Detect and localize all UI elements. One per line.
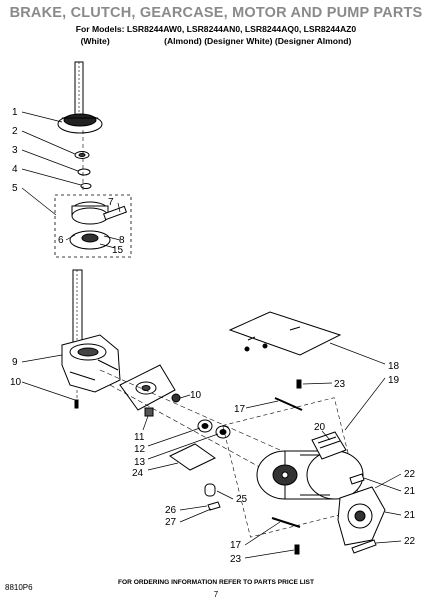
callout-12: 12 xyxy=(134,444,146,455)
callout-23: 23 xyxy=(334,379,346,390)
drive-bearing xyxy=(171,393,181,403)
callout-7: 7 xyxy=(108,197,114,208)
coupling-halves xyxy=(197,419,231,439)
callout-23: 23 xyxy=(230,554,242,565)
lower-shaft xyxy=(72,269,83,346)
capacitor-strap xyxy=(207,501,221,511)
callout-4: 4 xyxy=(12,164,18,175)
gearcase-screw xyxy=(74,399,79,409)
color-name: (White) xyxy=(80,36,110,46)
callout-5: 5 xyxy=(12,183,18,194)
callout-6: 6 xyxy=(58,235,64,246)
callout-15: 15 xyxy=(112,245,124,256)
callout-3: 3 xyxy=(12,145,18,156)
callout-18: 18 xyxy=(388,361,400,372)
brake-drum-assembly xyxy=(57,113,103,134)
motor-shield xyxy=(228,311,342,356)
pump-housing xyxy=(337,486,386,546)
callout-numbers: 1 2 3 4 5 7 6 8 15 9 10 10 11 12 13 24 1… xyxy=(10,107,416,565)
model-list: For Models: LSR8244AW0, LSR8244AN0, LSR8… xyxy=(0,24,432,34)
motor-bolt-upper xyxy=(296,379,302,389)
model-number: LSR8244AW0, xyxy=(126,24,185,34)
color-name: (Almond) xyxy=(164,36,202,46)
callout-27: 27 xyxy=(165,517,177,528)
callout-1: 1 xyxy=(12,107,18,118)
callout-24: 24 xyxy=(132,468,144,479)
callout-22: 22 xyxy=(404,536,416,547)
drive-motor xyxy=(256,450,364,500)
motor-switch xyxy=(311,431,347,460)
brace-rod-upper xyxy=(274,397,303,411)
callout-11: 11 xyxy=(134,432,145,443)
callout-17: 17 xyxy=(234,404,246,415)
callout-19: 19 xyxy=(388,375,400,386)
mounting-gasket xyxy=(169,443,216,471)
capacitor xyxy=(204,483,216,497)
clutch-assembly xyxy=(69,201,128,250)
model-number: LSR8244AZ0 xyxy=(303,24,357,34)
callout-10: 10 xyxy=(10,377,22,388)
model-number: LSR8244AQ0, xyxy=(244,24,302,34)
retaining-ring xyxy=(77,168,91,176)
callout-8: 8 xyxy=(119,235,125,246)
color-name: (Designer Almond) xyxy=(274,36,352,46)
motor-bolt-lower xyxy=(294,544,300,555)
color-name: (Designer White) xyxy=(204,36,273,46)
callout-25: 25 xyxy=(236,494,248,505)
upper-shaft xyxy=(74,61,84,118)
model-number: LSR8244AN0, xyxy=(186,24,243,34)
callout-17: 17 xyxy=(230,540,242,551)
color-list: (White) (Almond) (Designer White) (Desig… xyxy=(0,36,432,46)
thrust-bearing xyxy=(80,183,92,189)
ordering-notice: FOR ORDERING INFORMATION REFER TO PARTS … xyxy=(118,579,314,586)
callout-21: 21 xyxy=(404,486,416,497)
callout-26: 26 xyxy=(165,505,177,516)
document-code: 8810P6 xyxy=(5,583,33,592)
callout-10: 10 xyxy=(190,390,202,401)
callout-2: 2 xyxy=(12,126,18,137)
seal-plate xyxy=(119,364,176,411)
pulley xyxy=(144,407,154,417)
pump-clamp xyxy=(351,539,377,554)
page-number: 7 xyxy=(213,590,219,599)
models-prefix: For Models: xyxy=(75,24,125,34)
pump-clip xyxy=(349,473,365,485)
brace-rod-lower xyxy=(271,517,301,528)
callout-13: 13 xyxy=(134,457,146,468)
gearcase xyxy=(61,334,121,393)
callout-22: 22 xyxy=(404,469,416,480)
callout-9: 9 xyxy=(12,357,18,368)
page-title: BRAKE, CLUTCH, GEARCASE, MOTOR AND PUMP … xyxy=(9,5,423,21)
callout-20: 20 xyxy=(314,422,326,433)
callout-21: 21 xyxy=(404,510,416,521)
spacer-washer xyxy=(74,151,90,159)
